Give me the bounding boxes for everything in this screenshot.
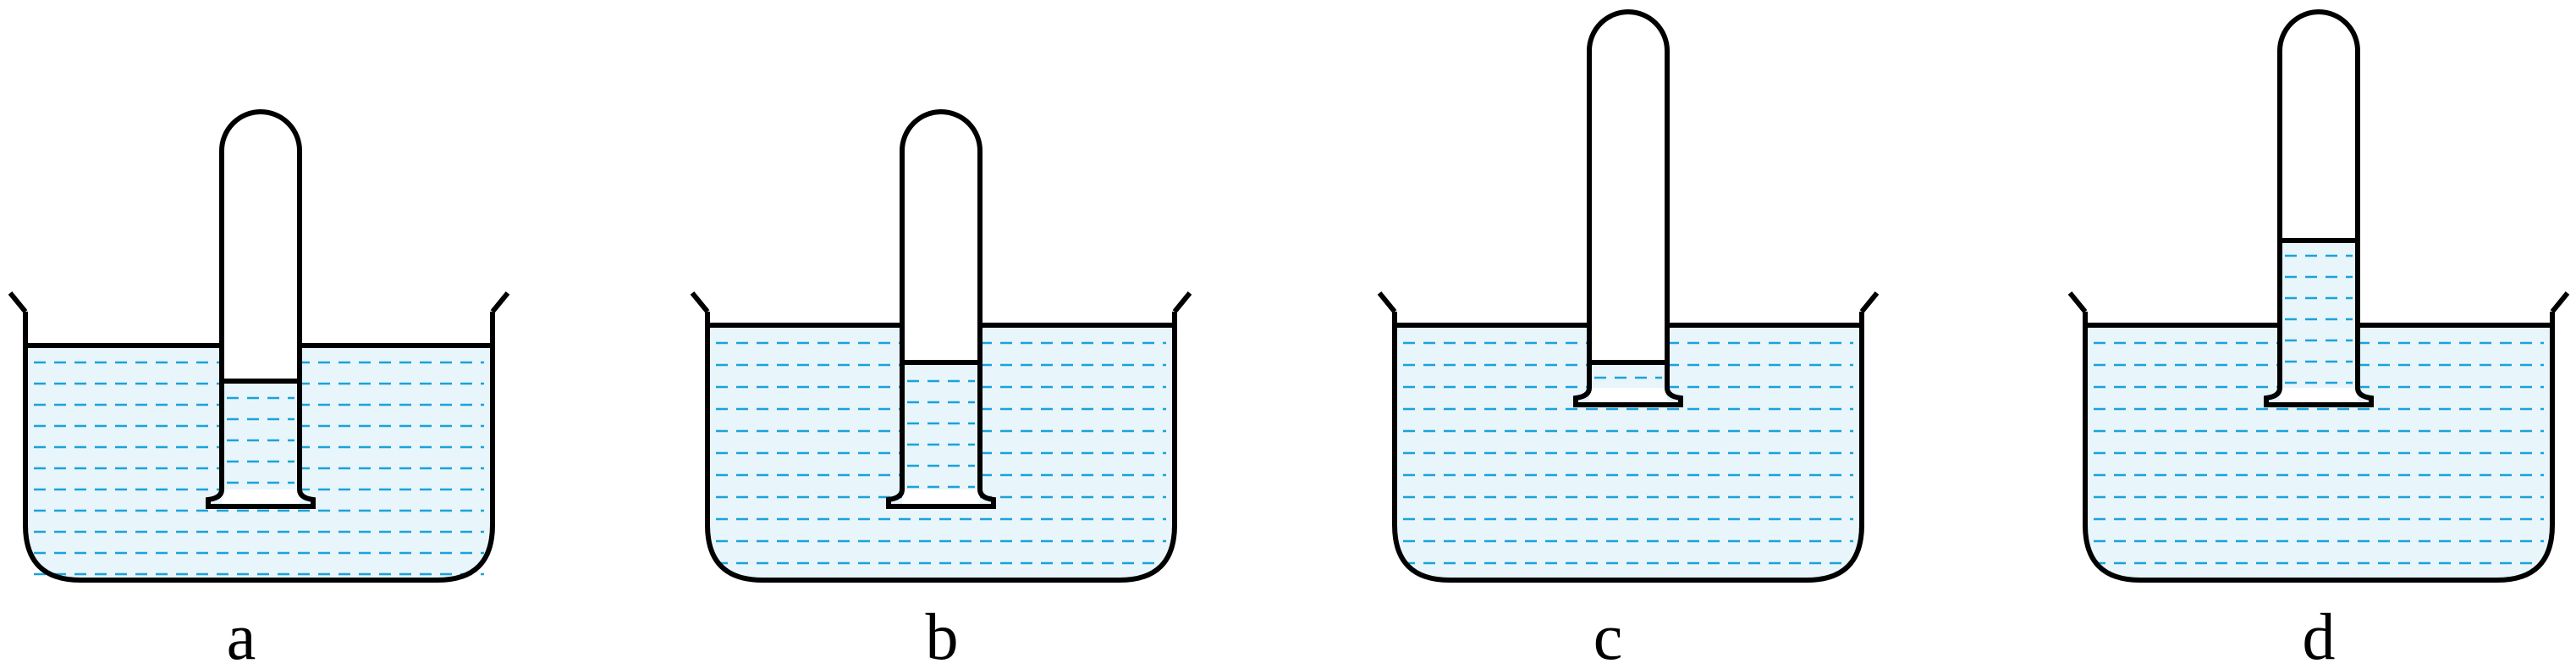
test-tube-b: [886, 109, 996, 509]
test-tube-a: [206, 109, 316, 509]
panel-a-label: a: [227, 600, 256, 669]
panel-a: a: [8, 109, 510, 669]
test-tube-b-wall: [900, 109, 983, 489]
test-tube-c-wall: [1587, 9, 1670, 388]
test-tube-b-flange: [886, 489, 996, 509]
test-tube-d: [2264, 9, 2374, 407]
beaker-b-wall: [705, 312, 1177, 583]
beaker-c-wall: [1392, 312, 1864, 583]
beaker-a-wall: [23, 312, 495, 583]
test-tube-c-air: [1589, 12, 1667, 403]
panel-b: b: [690, 109, 1192, 669]
panel-c: c: [1377, 9, 1880, 669]
panel-d-label: d: [2303, 600, 2336, 669]
test-tube-a-wall: [219, 109, 302, 489]
test-tube-d-wall: [2277, 9, 2360, 388]
panel-d: d: [2067, 9, 2570, 669]
beaker-c: [1377, 291, 1880, 583]
water-dash-lines: [907, 379, 975, 489]
test-tube-c-flange: [1573, 387, 1683, 407]
test-tube-a-flange: [206, 489, 316, 509]
water-dash-lines: [227, 396, 294, 484]
beaker-d-wall: [2083, 312, 2555, 583]
test-tube-b-water: [902, 362, 980, 489]
test-tube-c-water: [1589, 362, 1667, 388]
water-dash-lines: [2285, 254, 2353, 384]
panel-c-label: c: [1593, 600, 1623, 669]
panel-b-label: b: [926, 600, 959, 669]
test-tube-c: [1573, 9, 1683, 407]
test-tube-a-water: [222, 381, 300, 489]
test-tube-d-water: [2280, 241, 2358, 388]
test-tube-d-flange: [2264, 387, 2374, 407]
